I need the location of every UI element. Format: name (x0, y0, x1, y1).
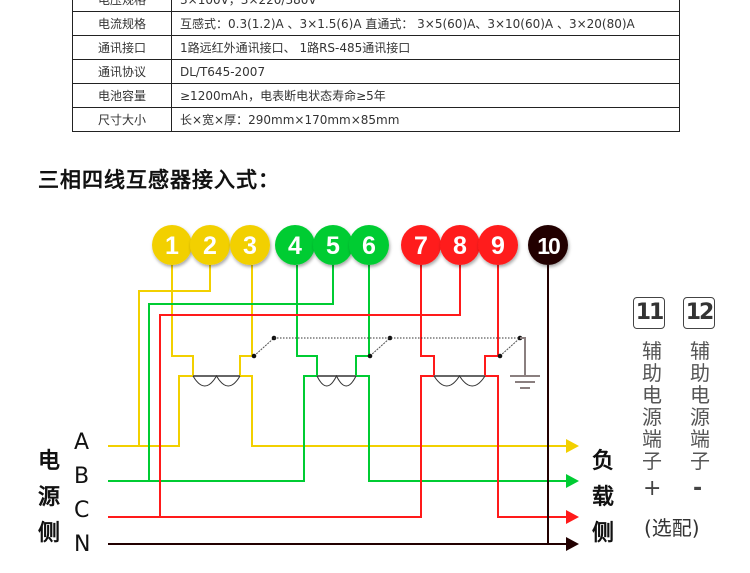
minus-sign: - (693, 476, 703, 501)
spec-key: 尺寸大小 (72, 107, 172, 132)
terminal-9-label: 9 (491, 232, 505, 260)
switch-link (369, 337, 391, 357)
arrow-n-icon (566, 537, 579, 551)
terminal-4 (275, 225, 315, 265)
terminal-6 (349, 225, 389, 265)
aux-label-plus: 辅助电源端子 (642, 339, 662, 473)
terminal-9 (478, 225, 518, 265)
spec-key: 电流规格 (72, 11, 172, 36)
wire-terminal-9 (484, 265, 499, 376)
terminal-1-label: 1 (165, 232, 179, 260)
terminal-6-label: 6 (362, 232, 376, 260)
spec-row: 尺寸大小长×宽×厚：290mm×170mm×85mm (72, 107, 680, 132)
terminal-1 (152, 225, 192, 265)
terminal-5-label: 5 (326, 232, 340, 260)
arrow-a-icon (566, 439, 579, 453)
node-dot (367, 353, 373, 359)
node-dot (387, 335, 393, 341)
spec-value: 长×宽×厚：290mm×170mm×85mm (171, 107, 680, 132)
wire-terminal-8 (159, 265, 461, 517)
optional-note: (选配) (644, 516, 700, 540)
terminal-7-label: 7 (414, 232, 428, 260)
terminal-11: 11 (633, 297, 665, 329)
terminal-7 (401, 225, 441, 265)
phase-label-b: B (74, 464, 90, 489)
terminal-3-label: 3 (243, 232, 257, 260)
wire-terminal-5 (148, 265, 334, 481)
terminal-2 (190, 225, 230, 265)
terminal-8 (440, 225, 480, 265)
terminal-3 (230, 225, 270, 265)
terminal-8-label: 8 (453, 232, 467, 260)
switch-link (499, 337, 521, 357)
wire-terminal-3 (239, 265, 253, 376)
wire-terminal-7 (420, 265, 435, 376)
spec-key: 电池容量 (72, 83, 172, 108)
node-dot (251, 353, 257, 359)
source-side-label: 电源侧 (38, 449, 61, 546)
wire-terminal-6 (355, 265, 370, 376)
spec-row: 电池容量≥1200mAh，电表断电状态寿命≥5年 (72, 83, 680, 108)
coil-1-icon (192, 375, 241, 387)
arrow-b-icon (566, 474, 579, 488)
section-title: 三相四线互感器接入式： (38, 168, 280, 192)
terminal-2-label: 2 (203, 232, 217, 260)
switch-link (253, 337, 275, 357)
load-side-label: 负载侧 (592, 449, 615, 546)
wire-terminal-1 (171, 265, 194, 376)
phase-label-a: A (74, 430, 90, 455)
spec-value: ≥1200mAh，电表断电状态寿命≥5年 (171, 83, 680, 108)
terminal-10 (528, 225, 568, 265)
ground-wire (520, 337, 526, 376)
plus-sign: + (643, 476, 662, 501)
terminal-5 (313, 225, 353, 265)
terminal-4-label: 4 (288, 232, 302, 260)
terminal-12: 12 (683, 297, 715, 329)
coil-2-icon (316, 374, 357, 387)
coil-3-icon (433, 375, 486, 387)
terminal-10-label: 10 (537, 233, 560, 259)
aux-label-minus: 辅助电源端子 (690, 339, 710, 473)
spec-value: DL/T645-2007 (171, 59, 680, 84)
wire-terminal-2 (138, 265, 211, 446)
spec-key: 通讯接口 (72, 35, 172, 60)
wire-terminal-4 (296, 265, 318, 376)
node-dot (497, 353, 503, 359)
arrow-c-icon (566, 510, 579, 524)
phase-label-c: C (74, 498, 90, 523)
phase-label-n: N (74, 532, 91, 557)
